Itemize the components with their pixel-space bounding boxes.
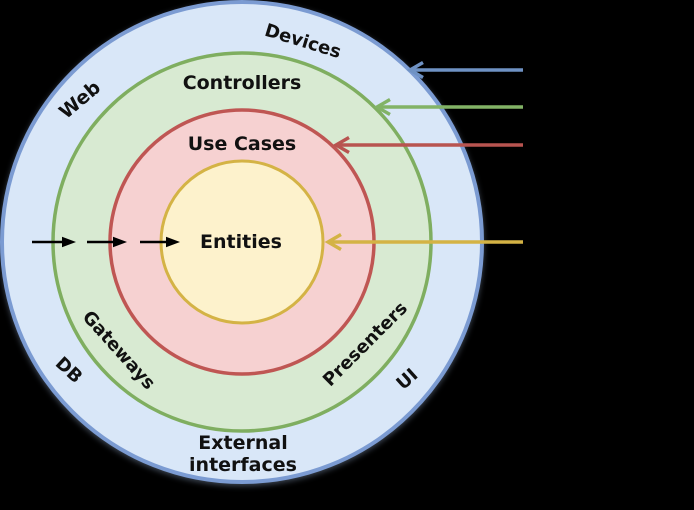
- black-inward-arrow-1: [32, 236, 76, 248]
- arrow-head: [113, 236, 127, 248]
- blue-layer-arrow: [406, 61, 523, 79]
- black-inward-arrow-3: [140, 236, 180, 248]
- red-layer-arrow: [332, 136, 523, 154]
- arrow-head: [324, 233, 342, 251]
- label-entities: Entities: [200, 231, 282, 253]
- label-external-line1: External: [198, 432, 287, 454]
- label-external-line2: interfaces: [189, 454, 297, 476]
- arrow-head: [332, 136, 350, 154]
- arrow-head: [166, 236, 180, 248]
- label-use-cases: Use Cases: [188, 133, 297, 155]
- arrow-head: [406, 61, 424, 79]
- arrow-head: [62, 236, 76, 248]
- label-controllers: Controllers: [183, 72, 302, 94]
- yellow-layer-arrow: [324, 233, 523, 251]
- arrow-head: [373, 98, 391, 116]
- black-inward-arrow-2: [87, 236, 127, 248]
- green-layer-arrow: [373, 98, 523, 116]
